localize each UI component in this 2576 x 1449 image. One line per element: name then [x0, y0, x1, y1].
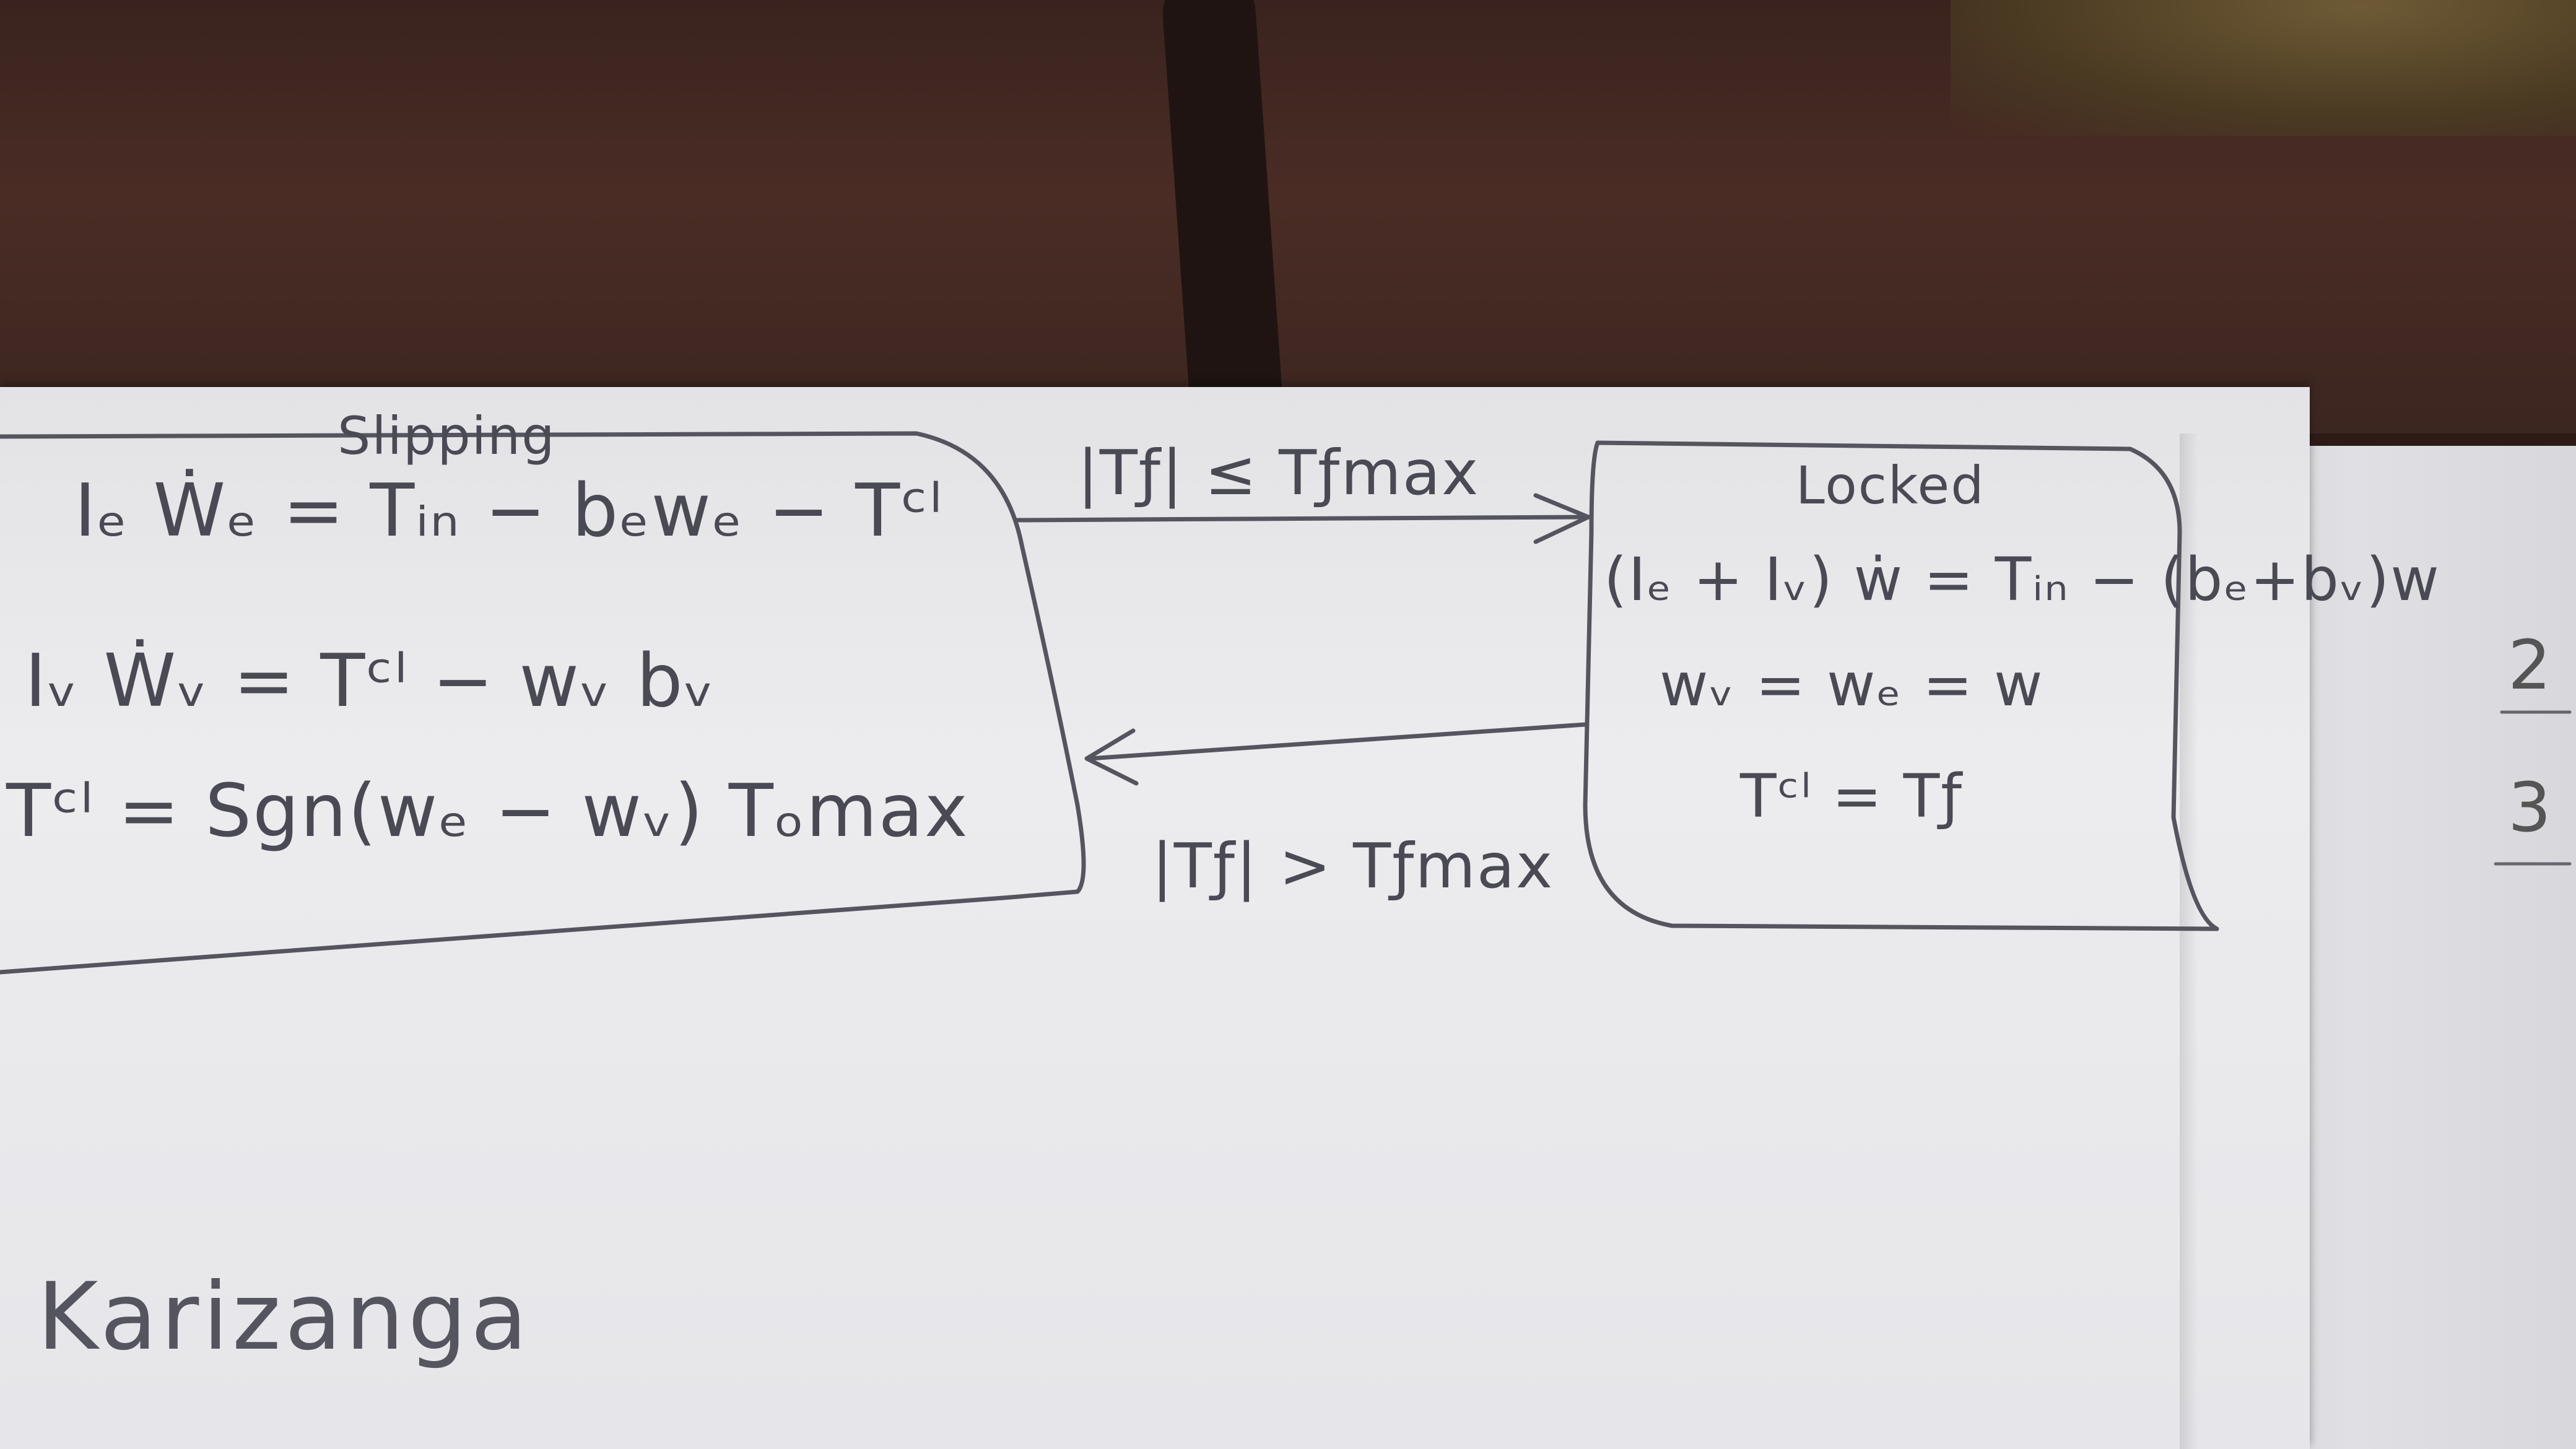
arrow-to-locked-head — [1533, 493, 1591, 544]
signature: Karizanga — [37, 1263, 531, 1371]
locked-title: Locked — [1796, 455, 1985, 516]
transition-label-to-locked: |Tƒ| ≤ Tƒmax — [1077, 437, 1480, 509]
arrow-to-slipping — [1087, 722, 1588, 761]
slipping-box — [0, 431, 1086, 975]
locked-equation-1: (Iₑ + Iᵥ) ẇ = Tᵢₙ − (bₑ+bᵥ)w — [1604, 545, 2440, 614]
locked-equation-3: Tᶜˡ = Tƒ — [1740, 762, 1964, 831]
cloth — [1951, 0, 2576, 136]
slipping-equation-3: Tᶜˡ = Sgn(wₑ − wᵥ) Tₒmax — [6, 768, 969, 853]
notebook-page — [0, 387, 2310, 1449]
slipping-equation-2: Iᵥ Ẇᵥ = Tᶜˡ − wᵥ bᵥ — [25, 638, 716, 723]
locked-box — [1583, 440, 2219, 931]
slipping-equation-1: Iₑ Ẇₑ = Tᵢₙ − bₑwₑ − Tᶜˡ — [74, 468, 943, 553]
page-fold — [2180, 433, 2198, 1449]
arrow-to-locked — [1013, 515, 1588, 523]
slipping-title: Slipping — [337, 406, 556, 466]
locked-equation-2: wᵥ = wₑ = w — [1660, 650, 2044, 720]
transition-label-to-slipping: |Tƒ| > Tƒmax — [1152, 830, 1554, 902]
margin-number-bottom: 3 — [2508, 768, 2552, 847]
arrow-to-slipping-head — [1084, 728, 1139, 786]
margin-number-top: 2 — [2508, 625, 2552, 705]
